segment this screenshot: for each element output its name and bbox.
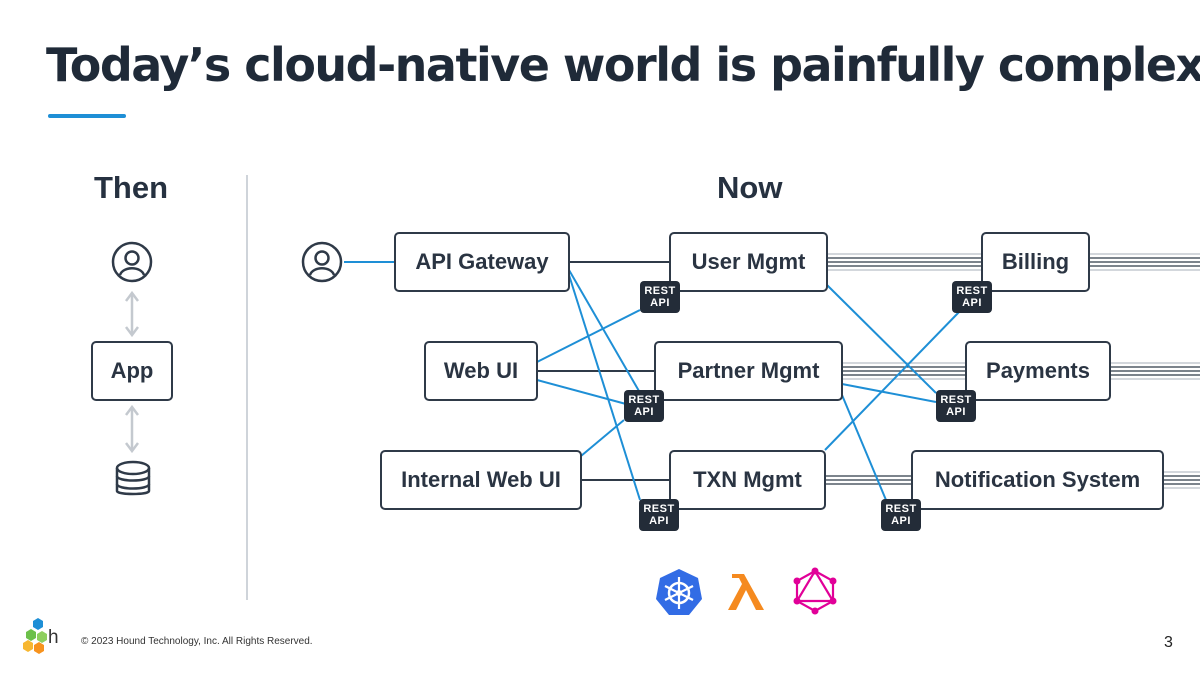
app-box: App xyxy=(91,341,173,401)
page-number: 3 xyxy=(1164,634,1173,651)
then-heading: Then xyxy=(94,170,169,205)
then-arrow-user-app xyxy=(125,290,139,338)
graphql-icon xyxy=(793,567,837,615)
title-underline xyxy=(48,114,126,118)
edge-links xyxy=(1089,257,1200,485)
section-divider xyxy=(246,175,248,600)
dark-links xyxy=(537,261,670,481)
hound-logo-letter: h xyxy=(48,627,59,648)
user-icon xyxy=(111,241,153,283)
then-arrow-app-db xyxy=(125,404,139,454)
partner-mgmt-box: Partner Mgmt xyxy=(654,341,843,401)
slide-title: Today’s cloud-native world is painfully … xyxy=(46,38,1200,92)
copyright-footer: © 2023 Hound Technology, Inc. All Rights… xyxy=(81,636,313,647)
database-icon xyxy=(115,460,151,496)
now-heading: Now xyxy=(717,170,783,205)
api-gateway-box: API Gateway xyxy=(394,232,570,292)
payments-box: Payments xyxy=(965,341,1111,401)
billing-box: Billing xyxy=(981,232,1090,292)
user-icon xyxy=(301,241,343,283)
hound-logo-icon xyxy=(23,618,47,654)
web-ui-box: Web UI xyxy=(424,341,538,401)
blue-links xyxy=(344,261,961,501)
triple-links-faded xyxy=(827,253,982,380)
notification-system-box: Notification System xyxy=(911,450,1164,510)
triple-links xyxy=(825,257,982,485)
txn-mgmt-box: TXN Mgmt xyxy=(669,450,826,510)
lambda-icon xyxy=(728,574,764,610)
internal-web-ui-box: Internal Web UI xyxy=(380,450,582,510)
kubernetes-icon xyxy=(656,569,702,615)
user-mgmt-box: User Mgmt xyxy=(669,232,828,292)
